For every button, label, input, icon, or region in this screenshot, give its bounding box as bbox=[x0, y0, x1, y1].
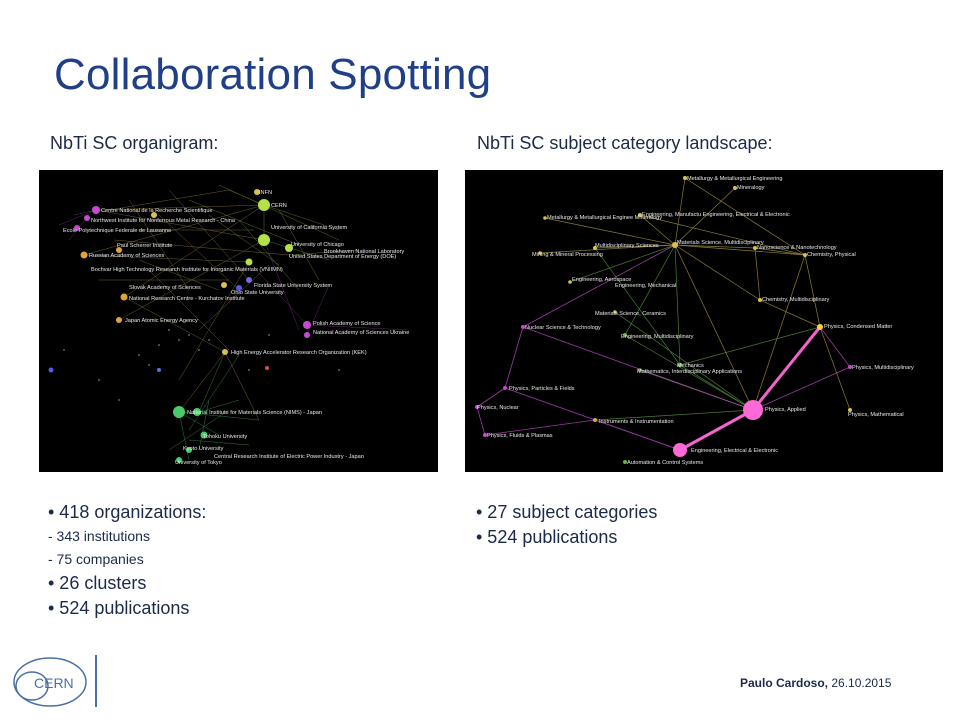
graph-label: CERN bbox=[271, 203, 287, 209]
footer-date: 26.10.2015 bbox=[828, 676, 892, 690]
organigram-stats: • 418 organizations: - 343 institutions … bbox=[48, 500, 206, 621]
list-item: - 343 institutions bbox=[48, 528, 150, 544]
graph-label: Mechanics bbox=[677, 363, 704, 369]
list-item: • 524 publications bbox=[476, 527, 618, 547]
graph-label: Physics, Particles & Fields bbox=[509, 386, 575, 392]
landscape-labels: Metallurgy & Metallurgical Engineering M… bbox=[477, 176, 914, 466]
edges-green bbox=[569, 244, 821, 421]
graph-label: Japan Atomic Energy Agency bbox=[125, 318, 198, 324]
edges-magenta bbox=[476, 244, 851, 451]
graph-label: Metallurgy & Metallurgical Enginee Miner… bbox=[547, 215, 662, 221]
graph-label: Slovak Academy of Sciences bbox=[129, 285, 201, 291]
graph-label: Brookhaven National Laboratory bbox=[324, 249, 404, 255]
graph-label: National Research Centre - Kurchatov Ins… bbox=[129, 296, 245, 302]
graph-label: United States Department of Energy (DOE) bbox=[289, 254, 396, 260]
graph-label: Mineralogy bbox=[737, 185, 765, 191]
graph-label: University of California System bbox=[271, 225, 348, 231]
slide-title: Collaboration Spotting bbox=[54, 50, 492, 99]
landscape-stats: • 27 subject categories • 524 publicatio… bbox=[476, 500, 657, 550]
graph-label: Nanoscience & Nanotechnology bbox=[757, 245, 837, 251]
list-item: • 27 subject categories bbox=[476, 502, 658, 522]
graph-label: Paul Scherrer Institute bbox=[117, 243, 172, 249]
logo-text: CERN bbox=[34, 675, 74, 691]
graph-label: Engineering, Electrical & Electronic bbox=[691, 448, 778, 454]
landscape-network-image: Metallurgy & Metallurgical Engineering M… bbox=[465, 170, 943, 472]
list-item: • 418 organizations: bbox=[48, 502, 207, 522]
graph-label: Centre National de la Recherche Scientif… bbox=[101, 208, 213, 214]
graph-label: National Institute for Materials Science… bbox=[187, 410, 322, 416]
organigram-labels: Centre National de la Recherche Scientif… bbox=[63, 190, 409, 466]
graph-label: Physics, Mathematical bbox=[848, 412, 904, 418]
graph-label: Bochvar High Technology Research Institu… bbox=[91, 267, 283, 273]
graph-label: High Energy Accelerator Research Organiz… bbox=[231, 350, 367, 356]
edges-strong bbox=[679, 326, 822, 452]
graph-label: Engineering, Manufactu Engineering, Elec… bbox=[642, 212, 790, 218]
graph-label: Polish Academy of Science bbox=[313, 321, 380, 327]
graph-label: Chemistry, Physical bbox=[807, 252, 856, 258]
graph-label: Florida State University System bbox=[254, 283, 332, 289]
graph-label: Northwest Institute for Nonferrous Metal… bbox=[91, 218, 236, 224]
graph-label: Ohio State University bbox=[231, 290, 284, 296]
graph-nodes bbox=[48, 189, 311, 463]
cern-logo-svg: CERN bbox=[13, 657, 87, 707]
organigram-network-svg: Centre National de la Recherche Scientif… bbox=[48, 184, 409, 466]
landscape-network-svg: Metallurgy & Metallurgical Engineering M… bbox=[475, 176, 914, 466]
graph-label: Tohoku University bbox=[203, 434, 247, 440]
footer: Paulo Cardoso, 26.10.2015 bbox=[740, 676, 891, 690]
graph-label: Instruments & Instrumentation bbox=[599, 419, 674, 425]
graph-label: Engineering, Mechanical bbox=[615, 283, 676, 289]
graph-label: Physics, Multidisciplinary bbox=[852, 365, 914, 371]
graph-label: Engineering, Aerospace bbox=[572, 277, 631, 283]
graph-label: Central Research Institute of Electric P… bbox=[214, 454, 364, 460]
graph-label: Physics, Applied bbox=[765, 407, 806, 413]
graph-label: Kyoto University bbox=[183, 446, 224, 452]
graph-label: Physics, Nuclear bbox=[477, 405, 519, 411]
logo-divider bbox=[95, 655, 97, 707]
graph-label: National Academy of Sciences Ukraine bbox=[313, 330, 409, 336]
list-item: • 524 publications bbox=[48, 598, 190, 618]
edges-yellow bbox=[83, 189, 290, 421]
footer-author: Paulo Cardoso, bbox=[740, 676, 829, 690]
graph-label: Mining & Mineral Processing bbox=[532, 252, 603, 258]
cern-logo: CERN bbox=[10, 654, 90, 715]
list-item: - 75 companies bbox=[48, 551, 144, 567]
graph-label: Automation & Control Systems bbox=[627, 460, 703, 466]
graph-label: Materials Science, Multidisciplinary bbox=[677, 240, 764, 246]
organigram-network-image: Centre National de la Recherche Scientif… bbox=[39, 170, 438, 472]
graph-label: Russian Academy of Sciences bbox=[89, 253, 164, 259]
graph-label: Materials Science, Ceramics bbox=[595, 311, 666, 317]
edges-green bbox=[168, 351, 260, 461]
graph-label: Chemistry, Multidisciplinary bbox=[762, 297, 830, 303]
category-nodes bbox=[475, 176, 852, 464]
edges-yellow bbox=[539, 177, 851, 411]
small-nodes bbox=[63, 329, 340, 401]
list-item: • 26 clusters bbox=[48, 573, 147, 593]
graph-label: Ecole Polytechnique Federale de Lausanne bbox=[63, 228, 171, 234]
graph-label: INFN bbox=[259, 190, 272, 196]
graph-label: Metallurgy & Metallurgical Engineering bbox=[687, 176, 782, 182]
graph-label: University of Chicago bbox=[291, 242, 344, 248]
graph-label: Physics, Fluids & Plasmas bbox=[487, 433, 553, 439]
organigram-heading: NbTi SC organigram: bbox=[50, 133, 219, 153]
graph-label: University of Tokyo bbox=[175, 460, 222, 466]
graph-label: Engineering, Multidisciplinary bbox=[621, 334, 694, 340]
graph-label: Mathematics, Interdisciplinary Applicati… bbox=[637, 369, 742, 375]
graph-label: Physics, Condensed Matter bbox=[824, 324, 893, 330]
graph-label: Nuclear Science & Technology bbox=[525, 325, 601, 331]
landscape-heading: NbTi SC subject category landscape: bbox=[477, 133, 773, 153]
graph-label: Multidisciplinary Sciences bbox=[595, 243, 659, 249]
